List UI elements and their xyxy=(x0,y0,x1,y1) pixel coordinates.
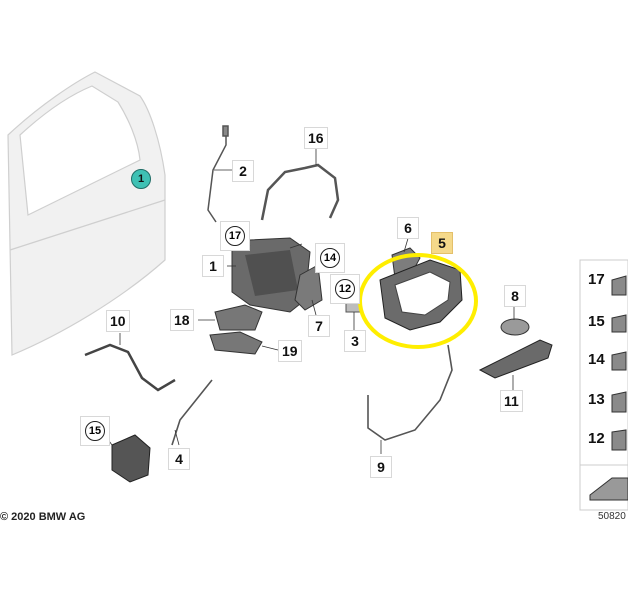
fastener-panel xyxy=(579,259,628,511)
reference-number: 50820 xyxy=(598,511,626,522)
copyright-text: © 2020 BMW AG xyxy=(0,511,86,523)
part-19 xyxy=(209,331,263,355)
part-label-19: 19 xyxy=(278,340,302,362)
cable-16 xyxy=(260,163,340,221)
circled-label-15: 15 xyxy=(85,421,105,441)
circled-label-15-box: 15 xyxy=(80,416,110,446)
cap-8 xyxy=(500,318,530,336)
part-label-10: 10 xyxy=(106,310,130,332)
rear-door-illustration xyxy=(7,71,166,356)
part-label-18: 18 xyxy=(170,309,194,331)
part-label-1: 1 xyxy=(202,255,224,277)
fastener-number-12: 12 xyxy=(588,430,605,447)
fastener-number-17: 17 xyxy=(588,271,605,288)
circled-label-12: 12 xyxy=(335,279,355,299)
part-label-6: 6 xyxy=(397,217,419,239)
handle-carrier-5 xyxy=(379,259,463,331)
part-label-3: 3 xyxy=(344,330,366,352)
cable-10 xyxy=(84,343,176,392)
circled-label-17: 17 xyxy=(225,226,245,246)
part-label-4: 4 xyxy=(168,448,190,470)
part-label-5: 5 xyxy=(431,232,453,254)
cable-9 xyxy=(367,344,453,441)
part-label-9: 9 xyxy=(370,456,392,478)
fastener-number-13: 13 xyxy=(588,391,605,408)
part-label-2: 2 xyxy=(232,160,254,182)
part-label-8: 8 xyxy=(504,285,526,307)
highlight-ellipse xyxy=(358,253,478,349)
door-handle-11 xyxy=(478,339,553,379)
circled-label-14-box: 14 xyxy=(315,243,345,273)
circled-label-12-box: 12 xyxy=(330,274,360,304)
circled-label-14: 14 xyxy=(320,248,340,268)
part-label-11: 11 xyxy=(500,390,523,412)
rod-2 xyxy=(207,125,229,223)
part-label-7: 7 xyxy=(308,315,330,337)
part-18 xyxy=(214,304,263,331)
circled-label-1: 1 xyxy=(131,169,151,189)
circled-label-17-box: 17 xyxy=(220,221,250,251)
fastener-number-14: 14 xyxy=(588,351,605,368)
part-label-16: 16 xyxy=(304,127,328,149)
door-lock-1 xyxy=(231,237,311,313)
fastener-number-15: 15 xyxy=(588,313,605,330)
cable-4 xyxy=(171,379,213,446)
lock-15 xyxy=(111,434,151,483)
